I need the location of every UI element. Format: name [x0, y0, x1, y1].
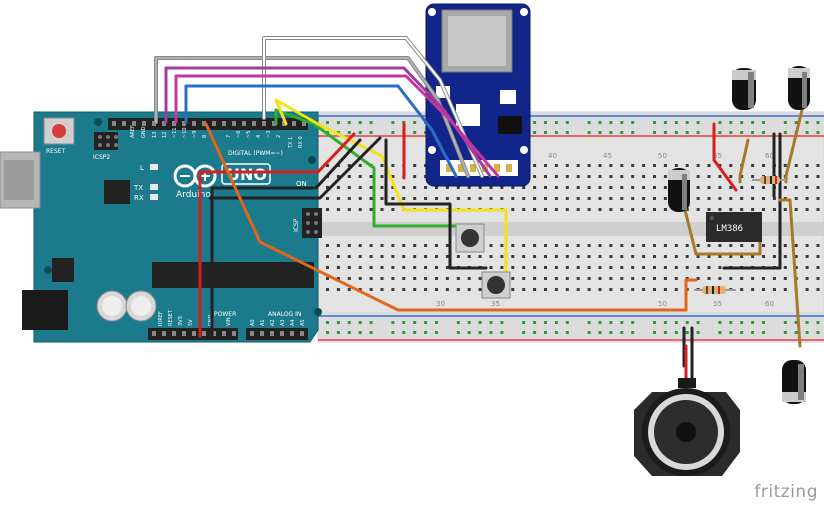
- wire-black-gnd: [208, 136, 382, 200]
- led-tx-label: TX: [133, 184, 143, 192]
- wire-black-power: [210, 138, 362, 338]
- wire-black-button: [384, 138, 488, 270]
- icsp-label: ICSP: [293, 218, 300, 232]
- wire-blue: [184, 84, 458, 178]
- col-60: 60: [765, 152, 774, 160]
- wire-brown-4: [778, 198, 802, 348]
- push-button-1[interactable]: [455, 223, 485, 253]
- power-label: POWER: [214, 311, 236, 318]
- led-rx-label: RX: [134, 194, 144, 202]
- led-l: [150, 164, 158, 170]
- breadboard-column-numbers: 40 45 50 55 60 30 35 50 55 60: [436, 152, 774, 308]
- capacitor-c4: [782, 360, 806, 404]
- a5-label: A5: [300, 319, 306, 326]
- board-reset-label: RESET: [168, 309, 174, 326]
- icsp2-header: [94, 132, 118, 150]
- a2-label: A2: [270, 319, 276, 326]
- lm386-chip: LM386: [706, 212, 762, 242]
- led-l-label: L: [140, 164, 144, 172]
- wire-magenta: [174, 74, 500, 178]
- wire-orange: [204, 122, 698, 312]
- analog-in-label: ANALOG IN: [268, 311, 301, 318]
- pin-5-label: ~5: [246, 131, 252, 138]
- uno-brand: UNO: [227, 165, 267, 184]
- a3-label: A3: [280, 319, 286, 326]
- resistor-1: [752, 176, 786, 184]
- wire-gray-core: [155, 57, 469, 177]
- col-50: 50: [658, 152, 667, 160]
- reset-label: RESET: [46, 148, 66, 155]
- vin-label: VIN: [226, 317, 232, 326]
- lm386-label: LM386: [716, 224, 743, 234]
- analog-header: [246, 328, 308, 340]
- pin-6-label: ~6: [236, 131, 242, 138]
- v33-label: 3V3: [178, 316, 184, 326]
- pin-3-label: ~3: [266, 131, 272, 138]
- wire-red-amp: [712, 122, 738, 192]
- pin-2-label: 2: [276, 135, 282, 138]
- rx0-label: RX 0: [298, 136, 304, 148]
- wires: [154, 36, 804, 382]
- wire-black-amp2: [722, 132, 782, 270]
- a4-label: A4: [290, 319, 296, 326]
- v5-label: 5V: [188, 319, 194, 326]
- pin-aref-label: AREF: [130, 125, 136, 138]
- digital-label: DIGITAL (PWM=~): [228, 150, 283, 157]
- pin-7-label: 7: [226, 135, 232, 138]
- atmega-chip: [152, 262, 314, 288]
- wire-yellow: [274, 98, 508, 284]
- arduino-uno-board: RESET ICSP2 AREF GND 13 12 ~11 ~10 ~9 8 …: [0, 111, 322, 343]
- ioref-label: IOREF: [158, 311, 164, 326]
- pin-10-label: ~10: [182, 127, 188, 138]
- bcol-35: 35: [491, 300, 500, 308]
- digital-pin-labels: AREF GND 13 12 ~11 ~10 ~9 8 7 ~6 ~5 4 ~3…: [130, 125, 304, 149]
- usb-chip: [104, 180, 130, 204]
- push-button-2[interactable]: [481, 271, 511, 299]
- tx1-label: TX 1: [288, 137, 294, 149]
- capacitor-c3: [668, 168, 690, 212]
- fritzing-watermark: fritzing: [754, 482, 818, 502]
- pin-12-label: 12: [162, 132, 168, 138]
- a0-label: A0: [250, 319, 256, 326]
- arduino-wordmark: Arduino: [176, 190, 211, 200]
- a1-label: A1: [260, 319, 266, 326]
- bcol-60: 60: [765, 300, 774, 308]
- pin-9-label: ~9: [192, 131, 198, 138]
- on-label: ON: [296, 180, 307, 188]
- reset-button-cap[interactable]: [52, 124, 66, 138]
- pin-gnd-label: GND: [141, 126, 147, 138]
- col-40: 40: [548, 152, 557, 160]
- wire-red-5v: [198, 132, 356, 338]
- col-45: 45: [603, 152, 612, 160]
- capacitor-c1: [732, 68, 756, 110]
- wire-brown-1: [738, 138, 750, 184]
- bcol-30: 30: [436, 300, 445, 308]
- regulator: [52, 258, 74, 282]
- pin-13-label: 13: [152, 132, 158, 138]
- icsp2-label: ICSP2: [93, 154, 110, 161]
- pin-8-label: 8: [202, 135, 208, 138]
- led-rx: [150, 194, 158, 200]
- resistor-2: [694, 286, 736, 294]
- breadboard-holes: [326, 121, 820, 334]
- icsp-header: [302, 208, 322, 238]
- bcol-55: 55: [713, 300, 722, 308]
- capacitor-c2: [788, 66, 810, 110]
- power-jack: [22, 290, 68, 330]
- speaker: [634, 378, 740, 476]
- col-55: 55: [713, 152, 722, 160]
- pin-4-label: 4: [256, 135, 262, 138]
- pin-11-label: ~11: [172, 127, 178, 138]
- led-tx: [150, 184, 158, 190]
- wire-white: [263, 37, 483, 177]
- bcol-50: 50: [658, 300, 667, 308]
